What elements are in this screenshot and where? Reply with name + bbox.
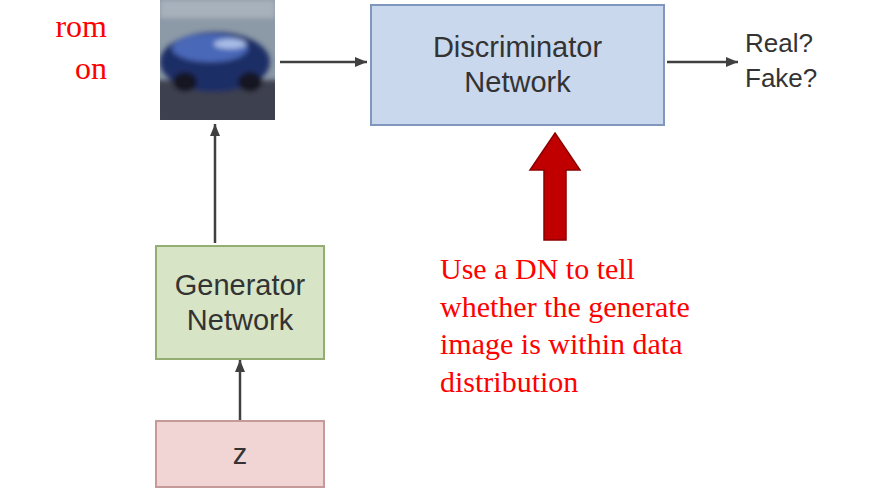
car-image xyxy=(160,0,275,120)
discriminator-box: Discriminator Network xyxy=(370,4,665,126)
output-label: Real? Fake? xyxy=(745,26,835,96)
image-to-discriminator-arrow xyxy=(280,61,367,64)
generator-to-image-arrow xyxy=(214,124,217,243)
car-body xyxy=(160,32,270,92)
annotation-note: Use a DN to tell whether the generate im… xyxy=(440,250,705,400)
box-label: Discriminator Network xyxy=(382,30,653,100)
image-sky xyxy=(160,0,275,18)
box-label: z xyxy=(233,437,248,472)
car-wheel xyxy=(238,72,262,92)
car-window xyxy=(172,34,248,62)
generator-box: Generator Network xyxy=(155,245,325,360)
car-wheel xyxy=(173,72,197,92)
block-arrow xyxy=(530,133,580,240)
output-arrow xyxy=(667,61,738,64)
box-label: Generator Network xyxy=(167,268,313,338)
flow-arrow xyxy=(239,360,242,420)
car-highlight xyxy=(214,39,246,49)
latent-box: z xyxy=(155,420,325,488)
cropped-note: rom on xyxy=(30,6,107,89)
